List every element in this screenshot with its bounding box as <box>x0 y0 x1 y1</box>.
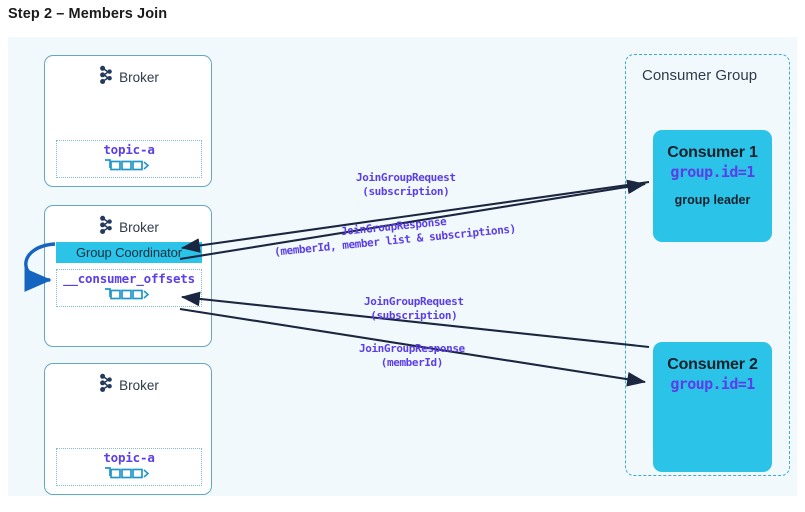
consumer-group-title: Consumer Group <box>642 67 758 84</box>
message-line-2: (subscription) <box>362 185 450 199</box>
message-line-2: (memberId) <box>380 356 444 370</box>
diagram-canvas: Broker topic-a <box>8 37 797 496</box>
page-title: Step 2 – Members Join <box>8 6 168 22</box>
topic-name: topic-a <box>103 141 155 157</box>
message-line-2: (subscription) <box>370 309 458 323</box>
partition-glyph <box>103 287 155 306</box>
message-line-1: JoinGroupRequest <box>356 171 456 184</box>
consumer-offsets-box: __consumer_offsets <box>56 269 202 307</box>
broker-box-bottom: Broker topic-a <box>44 363 212 495</box>
broker-label: Broker <box>119 70 159 85</box>
group-coordinator-badge: Group Coordinator <box>56 242 202 263</box>
consumer-name: Consumer 2 <box>667 356 758 373</box>
broker-header: Broker <box>45 373 211 398</box>
broker-box-top: Broker topic-a <box>44 55 212 187</box>
topic-box: topic-a <box>56 140 202 178</box>
message-label-join-request-2: JoinGroupRequest (subscription) <box>364 295 464 323</box>
topic-name: __consumer_offsets <box>63 270 195 286</box>
broker-header: Broker <box>45 65 211 90</box>
message-line-1: JoinGroupResponse <box>359 342 465 355</box>
broker-box-middle: Broker Group Coordinator __consumer_offs… <box>44 205 212 347</box>
broker-label: Broker <box>119 378 159 393</box>
message-label-join-response-2: JoinGroupResponse (memberId) <box>359 342 465 370</box>
topic-box: topic-a <box>56 448 202 486</box>
consumer-card-1[interactable]: Consumer 1 group.id=1 group leader <box>653 130 772 242</box>
consumer-card-2[interactable]: Consumer 2 group.id=1 <box>653 342 772 472</box>
partition-glyph <box>103 466 155 485</box>
broker-label: Broker <box>119 220 159 235</box>
message-label-join-response-1: JoinGroupResponse (memberId, member list… <box>272 208 517 259</box>
consumer-group-id: group.id=1 <box>670 375 755 393</box>
kafka-logo-icon <box>97 65 114 90</box>
partition-glyph <box>103 158 155 177</box>
message-line-1: JoinGroupRequest <box>364 295 464 308</box>
topic-name: topic-a <box>103 449 155 465</box>
consumer-role-label: group leader <box>674 193 751 207</box>
kafka-logo-icon <box>97 373 114 398</box>
kafka-logo-icon <box>97 215 114 240</box>
broker-header: Broker <box>45 215 211 240</box>
consumer-group-box: Consumer Group Consumer 1 group.id=1 gro… <box>625 54 790 476</box>
consumer-group-id: group.id=1 <box>670 163 755 181</box>
message-label-join-request-1: JoinGroupRequest (subscription) <box>356 171 456 199</box>
consumer-name: Consumer 1 <box>667 144 758 161</box>
